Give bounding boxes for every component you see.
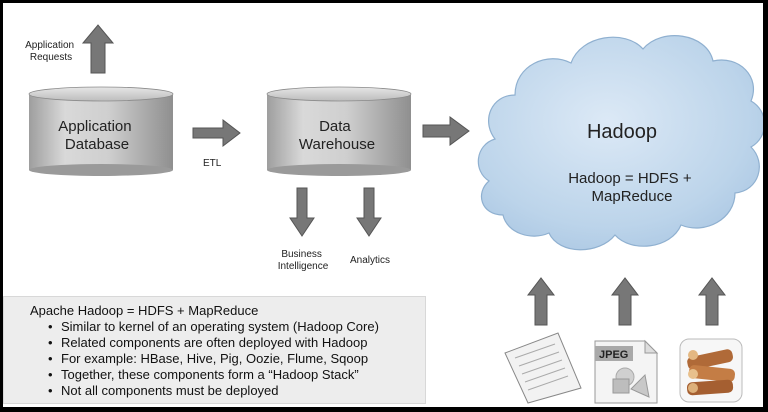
- warehouse-to-hadoop-arrow: [422, 116, 470, 146]
- logs-up-arrow: [697, 277, 727, 326]
- analytics-arrow: [356, 187, 382, 237]
- etl-label: ETL: [203, 158, 222, 169]
- hadoop-title: Hadoop: [587, 121, 657, 143]
- hadoop-cloud: [477, 35, 763, 251]
- data-warehouse-cylinder: [266, 86, 412, 176]
- business-intelligence-arrow: [289, 187, 315, 237]
- list-item: Not all components must be deployed: [48, 383, 415, 399]
- business-intelligence-label: Business Intelligence: [278, 249, 329, 272]
- documents-up-arrow: [526, 277, 556, 326]
- list-item: Related components are often deployed wi…: [48, 335, 415, 351]
- application-database-cylinder: [28, 86, 174, 176]
- list-item: For example: HBase, Hive, Pig, Oozie, Fl…: [48, 351, 415, 367]
- slide-frame: Application Requests Application Databas…: [3, 3, 763, 407]
- images-up-arrow: [610, 277, 640, 326]
- etl-arrow: [192, 118, 241, 148]
- notes-list: Similar to kernel of an operating system…: [32, 319, 415, 399]
- hadoop-diagram: Application Requests Application Databas…: [25, 24, 763, 404]
- jpeg-label: JPEG: [599, 349, 628, 361]
- notes-title: Apache Hadoop = HDFS + MapReduce: [30, 303, 259, 318]
- analytics-label: Analytics: [350, 255, 390, 266]
- document-icon: [504, 332, 582, 404]
- data-warehouse-label: Data Warehouse: [299, 118, 375, 153]
- list-item: Similar to kernel of an operating system…: [48, 319, 415, 335]
- hadoop-notes-box: Apache Hadoop = HDFS + MapReduce Similar…: [3, 296, 426, 404]
- list-item: Together, these components form a “Hadoo…: [48, 367, 415, 383]
- app-requests-arrow: [81, 24, 115, 74]
- logs-icon: [679, 338, 743, 403]
- jpeg-file-icon: [594, 339, 659, 404]
- application-requests-label: Application Requests: [25, 40, 77, 63]
- hadoop-formula: Hadoop = HDFS + MapReduce: [568, 170, 696, 205]
- application-database-label: Application Database: [58, 118, 136, 153]
